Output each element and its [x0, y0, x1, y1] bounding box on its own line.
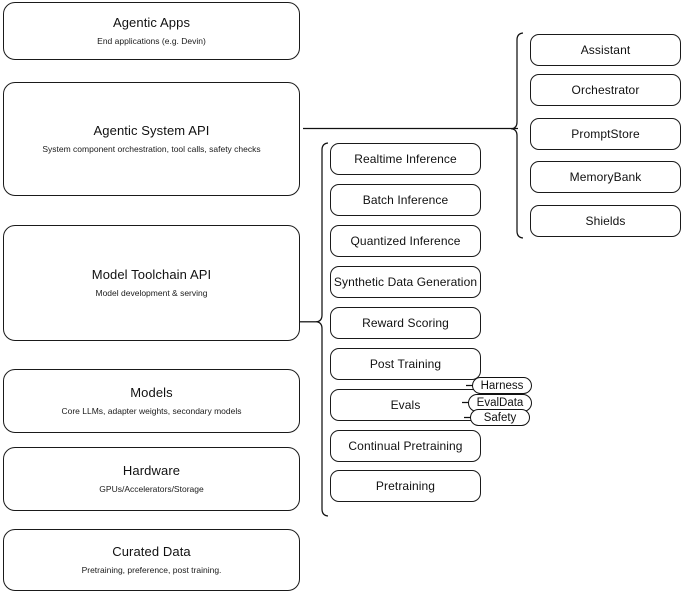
component-label: Orchestrator [571, 82, 640, 97]
layer-title: Model Toolchain API [91, 267, 212, 283]
layer-subtitle: End applications (e.g. Devin) [97, 36, 206, 47]
capability-label: Quantized Inference [350, 233, 461, 248]
brace-right-column [510, 32, 524, 239]
eval-pill-label: Harness [480, 379, 524, 392]
layer-subtitle: Pretraining, preference, post training. [81, 565, 222, 576]
component-memorybank[interactable]: MemoryBank [530, 161, 681, 193]
capability-quantized-inference[interactable]: Quantized Inference [330, 225, 481, 257]
capability-batch-inference[interactable]: Batch Inference [330, 184, 481, 216]
brace-middle-column [315, 142, 329, 517]
capability-evals[interactable]: Evals [330, 389, 481, 421]
capability-label: Post Training [369, 356, 442, 371]
eval-pill-safety[interactable]: Safety [470, 409, 530, 426]
capability-label: Batch Inference [362, 192, 449, 207]
component-label: Shields [585, 213, 626, 228]
layer-model-toolchain-api[interactable]: Model Toolchain API Model development & … [3, 225, 300, 341]
layer-title: Hardware [122, 463, 181, 479]
layer-subtitle: Model development & serving [95, 288, 208, 299]
eval-pill-label: EvalData [476, 397, 524, 409]
layer-title: Curated Data [112, 544, 191, 560]
layer-title: Models [130, 385, 173, 401]
layer-models[interactable]: Models Core LLMs, adapter weights, secon… [3, 369, 300, 433]
component-shields[interactable]: Shields [530, 205, 681, 237]
component-label: Assistant [580, 42, 631, 57]
capability-reward-scoring[interactable]: Reward Scoring [330, 307, 481, 339]
capability-label: Realtime Inference [354, 151, 457, 166]
layer-hardware[interactable]: Hardware GPUs/Accelerators/Storage [3, 447, 300, 511]
layer-title: Agentic Apps [112, 15, 191, 31]
layer-title: Agentic System API [93, 123, 210, 139]
component-promptstore[interactable]: PromptStore [530, 118, 681, 150]
layer-agentic-system-api[interactable]: Agentic System API System component orch… [3, 82, 300, 196]
layer-subtitle: Core LLMs, adapter weights, secondary mo… [61, 406, 242, 417]
capability-continual-pretraining[interactable]: Continual Pretraining [330, 430, 481, 462]
component-label: MemoryBank [569, 169, 642, 184]
layer-agentic-apps[interactable]: Agentic Apps End applications (e.g. Devi… [3, 2, 300, 60]
capability-pretraining[interactable]: Pretraining [330, 470, 481, 502]
layer-curated-data[interactable]: Curated Data Pretraining, preference, po… [3, 529, 300, 591]
capability-synthetic-data-generation[interactable]: Synthetic Data Generation [330, 266, 481, 298]
capability-label: Synthetic Data Generation [333, 274, 478, 289]
capability-label: Reward Scoring [362, 315, 449, 330]
eval-pill-evaldata[interactable]: EvalData [468, 394, 532, 412]
layer-subtitle: GPUs/Accelerators/Storage [99, 484, 204, 495]
capability-label: Evals [390, 397, 421, 412]
component-label: PromptStore [571, 126, 640, 141]
component-assistant[interactable]: Assistant [530, 34, 681, 66]
capability-label: Continual Pretraining [348, 438, 463, 453]
eval-pill-label: Safety [483, 411, 517, 424]
layer-subtitle: System component orchestration, tool cal… [42, 144, 261, 155]
component-orchestrator[interactable]: Orchestrator [530, 74, 681, 106]
eval-pill-harness[interactable]: Harness [472, 377, 532, 394]
capability-realtime-inference[interactable]: Realtime Inference [330, 143, 481, 175]
capability-label: Pretraining [375, 478, 436, 493]
capability-post-training[interactable]: Post Training [330, 348, 481, 380]
